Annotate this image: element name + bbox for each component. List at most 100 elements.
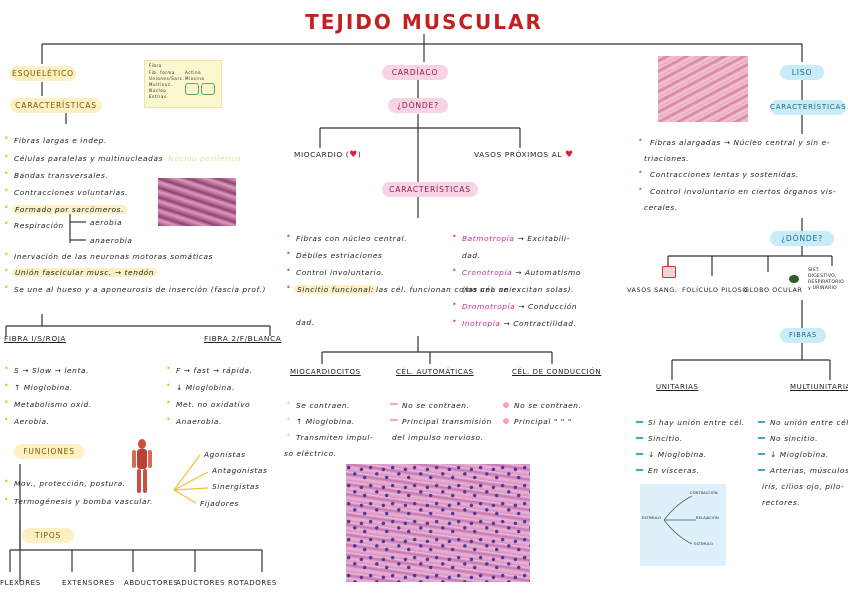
multi-item: No unión entre cél.	[770, 418, 848, 427]
bullet-icon: •	[286, 232, 291, 241]
dash-icon	[636, 421, 643, 423]
esqueletico-caracteristicas-label: CARACTERÍSTICAS	[10, 98, 102, 113]
note-card-line: Actina	[185, 70, 202, 75]
tipo-item: EXTENSORES	[62, 579, 115, 587]
liso-item: Fibras alargadas → Núcleo central y sin …	[650, 138, 831, 147]
role-item: Antagonistas	[212, 466, 268, 475]
type-automaticas: CÉL. AUTOMÁTICAS	[396, 368, 474, 376]
bullet-icon: •	[452, 266, 457, 275]
card-prop-cont: (las cél. se excitan solas).	[462, 285, 575, 294]
esqueletico-label: ESQUELÉTICO	[10, 66, 76, 81]
bullet-icon: •	[4, 415, 9, 424]
vessel-icon	[662, 266, 676, 278]
donde-vasos: VASOS PRÓXIMOS AL ♥	[474, 150, 574, 160]
fibra1-item: Aerobia.	[14, 417, 50, 426]
liso-donde-item: GLOBO OCULAR	[744, 286, 803, 294]
bullet-icon: •	[452, 232, 457, 241]
card-item: las cél. funcionan como una uni-	[376, 285, 516, 294]
esq-item: Inervación de las neuronas motoras somát…	[14, 252, 214, 261]
card-item: Fibras con núcleo central.	[296, 234, 408, 243]
dash-icon	[758, 421, 765, 423]
fibra2-item: Met. no oxidativo	[176, 400, 251, 409]
liso-item: Control involuntario en ciertos órganos …	[650, 187, 837, 196]
liso-donde-label: ¿DÓNDE?	[770, 231, 834, 246]
card-item: dad.	[296, 318, 315, 327]
card-prop-name: Cronotropía	[462, 268, 513, 277]
dot-icon	[503, 418, 509, 424]
esq-item: Células paralelas y multinucleadas	[14, 154, 164, 163]
bullet-icon: •	[166, 398, 171, 407]
bullet-icon: •	[286, 415, 291, 424]
unitaria-item: En vísceras.	[648, 466, 700, 475]
fibra1-label: FIBRA I/S/ROJA	[4, 334, 67, 343]
card-prop-name: Inotropía	[462, 319, 501, 328]
card-item-sincitio: Sincitio funcional:	[294, 285, 378, 294]
liso-item: Contracciones lentas y sostenidas.	[650, 170, 799, 179]
esq-item: Se une al hueso y a aponeurosis de inser…	[14, 285, 266, 294]
esq-item: Fibras largas e indep.	[14, 136, 107, 145]
bullet-icon: •	[166, 364, 171, 373]
esq-item: Respiración	[14, 221, 64, 230]
note-card-line: Fibra	[149, 63, 162, 68]
dash-icon	[390, 403, 398, 405]
cardiaco-label: CARDÍACO	[382, 65, 448, 80]
unitaria-item: Si hay unión entre cél.	[648, 418, 745, 427]
card-prop-desc: → Conducción	[518, 302, 578, 311]
bullet-icon: •	[4, 134, 9, 143]
dot-icon	[503, 402, 509, 408]
donde-vasos-text: VASOS PRÓXIMOS AL	[474, 150, 562, 159]
auto-item: No se contraen.	[402, 401, 470, 410]
dash-icon	[758, 437, 765, 439]
green-sketch	[185, 83, 199, 95]
fibra2-item: ↓ Mioglobina.	[176, 383, 235, 392]
bullet-icon: •	[4, 398, 9, 407]
respiracion-aerobia: aerobia	[90, 218, 123, 227]
role-item: Fijadores	[200, 499, 239, 508]
unitarias-label: UNITARIAS	[656, 383, 699, 391]
fibra2-item: Anaerobia.	[176, 417, 222, 426]
auto-item: del impulso nervioso.	[392, 433, 484, 442]
fibra1-item: Metabolismo oxid.	[14, 400, 92, 409]
funciones-label: FUNCIONES	[14, 444, 84, 459]
mini-label: ESTÍMULO	[642, 516, 662, 520]
bullet-icon: •	[4, 219, 9, 228]
liso-caracteristicas-label: CARACTERÍSTICAS	[770, 100, 846, 115]
funcion-item: Mov., protección, postura.	[14, 479, 126, 488]
card-prop-name: Batmotropía	[462, 234, 515, 243]
bullet-icon: •	[638, 185, 643, 194]
liso-item: cerales.	[644, 203, 678, 212]
mio-item: ↑ Mioglobina.	[296, 417, 355, 426]
note-card-line: Estrías	[149, 94, 167, 99]
mini-diagram: ESTÍMULO CONTRACCIÓN RELAJACIÓN ESTÍMULO	[640, 484, 726, 566]
esq-item: Contracciones voluntarias.	[14, 188, 129, 197]
bullet-icon: •	[286, 431, 291, 440]
eye-icon	[789, 275, 799, 283]
esq-item: Formado por sarcómeros.	[12, 205, 128, 214]
card-prop: Dromotropía → Conducción	[462, 302, 577, 311]
tipo-item: FLEXORES	[0, 579, 41, 587]
bullet-icon: •	[4, 283, 9, 292]
mio-item: Se contraen.	[296, 401, 351, 410]
esq-item: Unión fascicular musc. → tendón	[12, 268, 158, 277]
bullet-icon: •	[638, 136, 643, 145]
funcion-item: Termogénesis y bomba vascular.	[14, 497, 153, 506]
bullet-icon: •	[4, 381, 9, 390]
multi-item: ↓ Mioglobina.	[770, 450, 829, 459]
card-prop-desc: → Automatismo	[515, 268, 581, 277]
note-card-line: Miosina	[185, 76, 205, 81]
mio-item: Transmiten impul-	[296, 433, 374, 442]
dash-icon	[636, 437, 643, 439]
bullet-icon: •	[286, 266, 291, 275]
mio-item: so eléctrico.	[284, 449, 337, 458]
note-card: Fibra Fib. forma Uniones/Sarc. Multinuc.…	[144, 60, 222, 108]
bullet-icon: •	[4, 186, 9, 195]
multi-item: No sincitio.	[770, 434, 819, 443]
fibra1-item: ↑ Mioglobina.	[14, 383, 73, 392]
type-miocardiocitos: MIOCARDIOCITOS	[290, 368, 361, 376]
bullet-icon: •	[4, 203, 9, 212]
fibra1-item: S → Slow → lenta.	[14, 366, 90, 375]
bullet-icon: •	[4, 477, 9, 486]
card-prop-cont: dad.	[462, 251, 481, 260]
donde-miocardio-text: MIOCARDIO (	[294, 150, 350, 159]
bullet-icon: •	[638, 168, 643, 177]
